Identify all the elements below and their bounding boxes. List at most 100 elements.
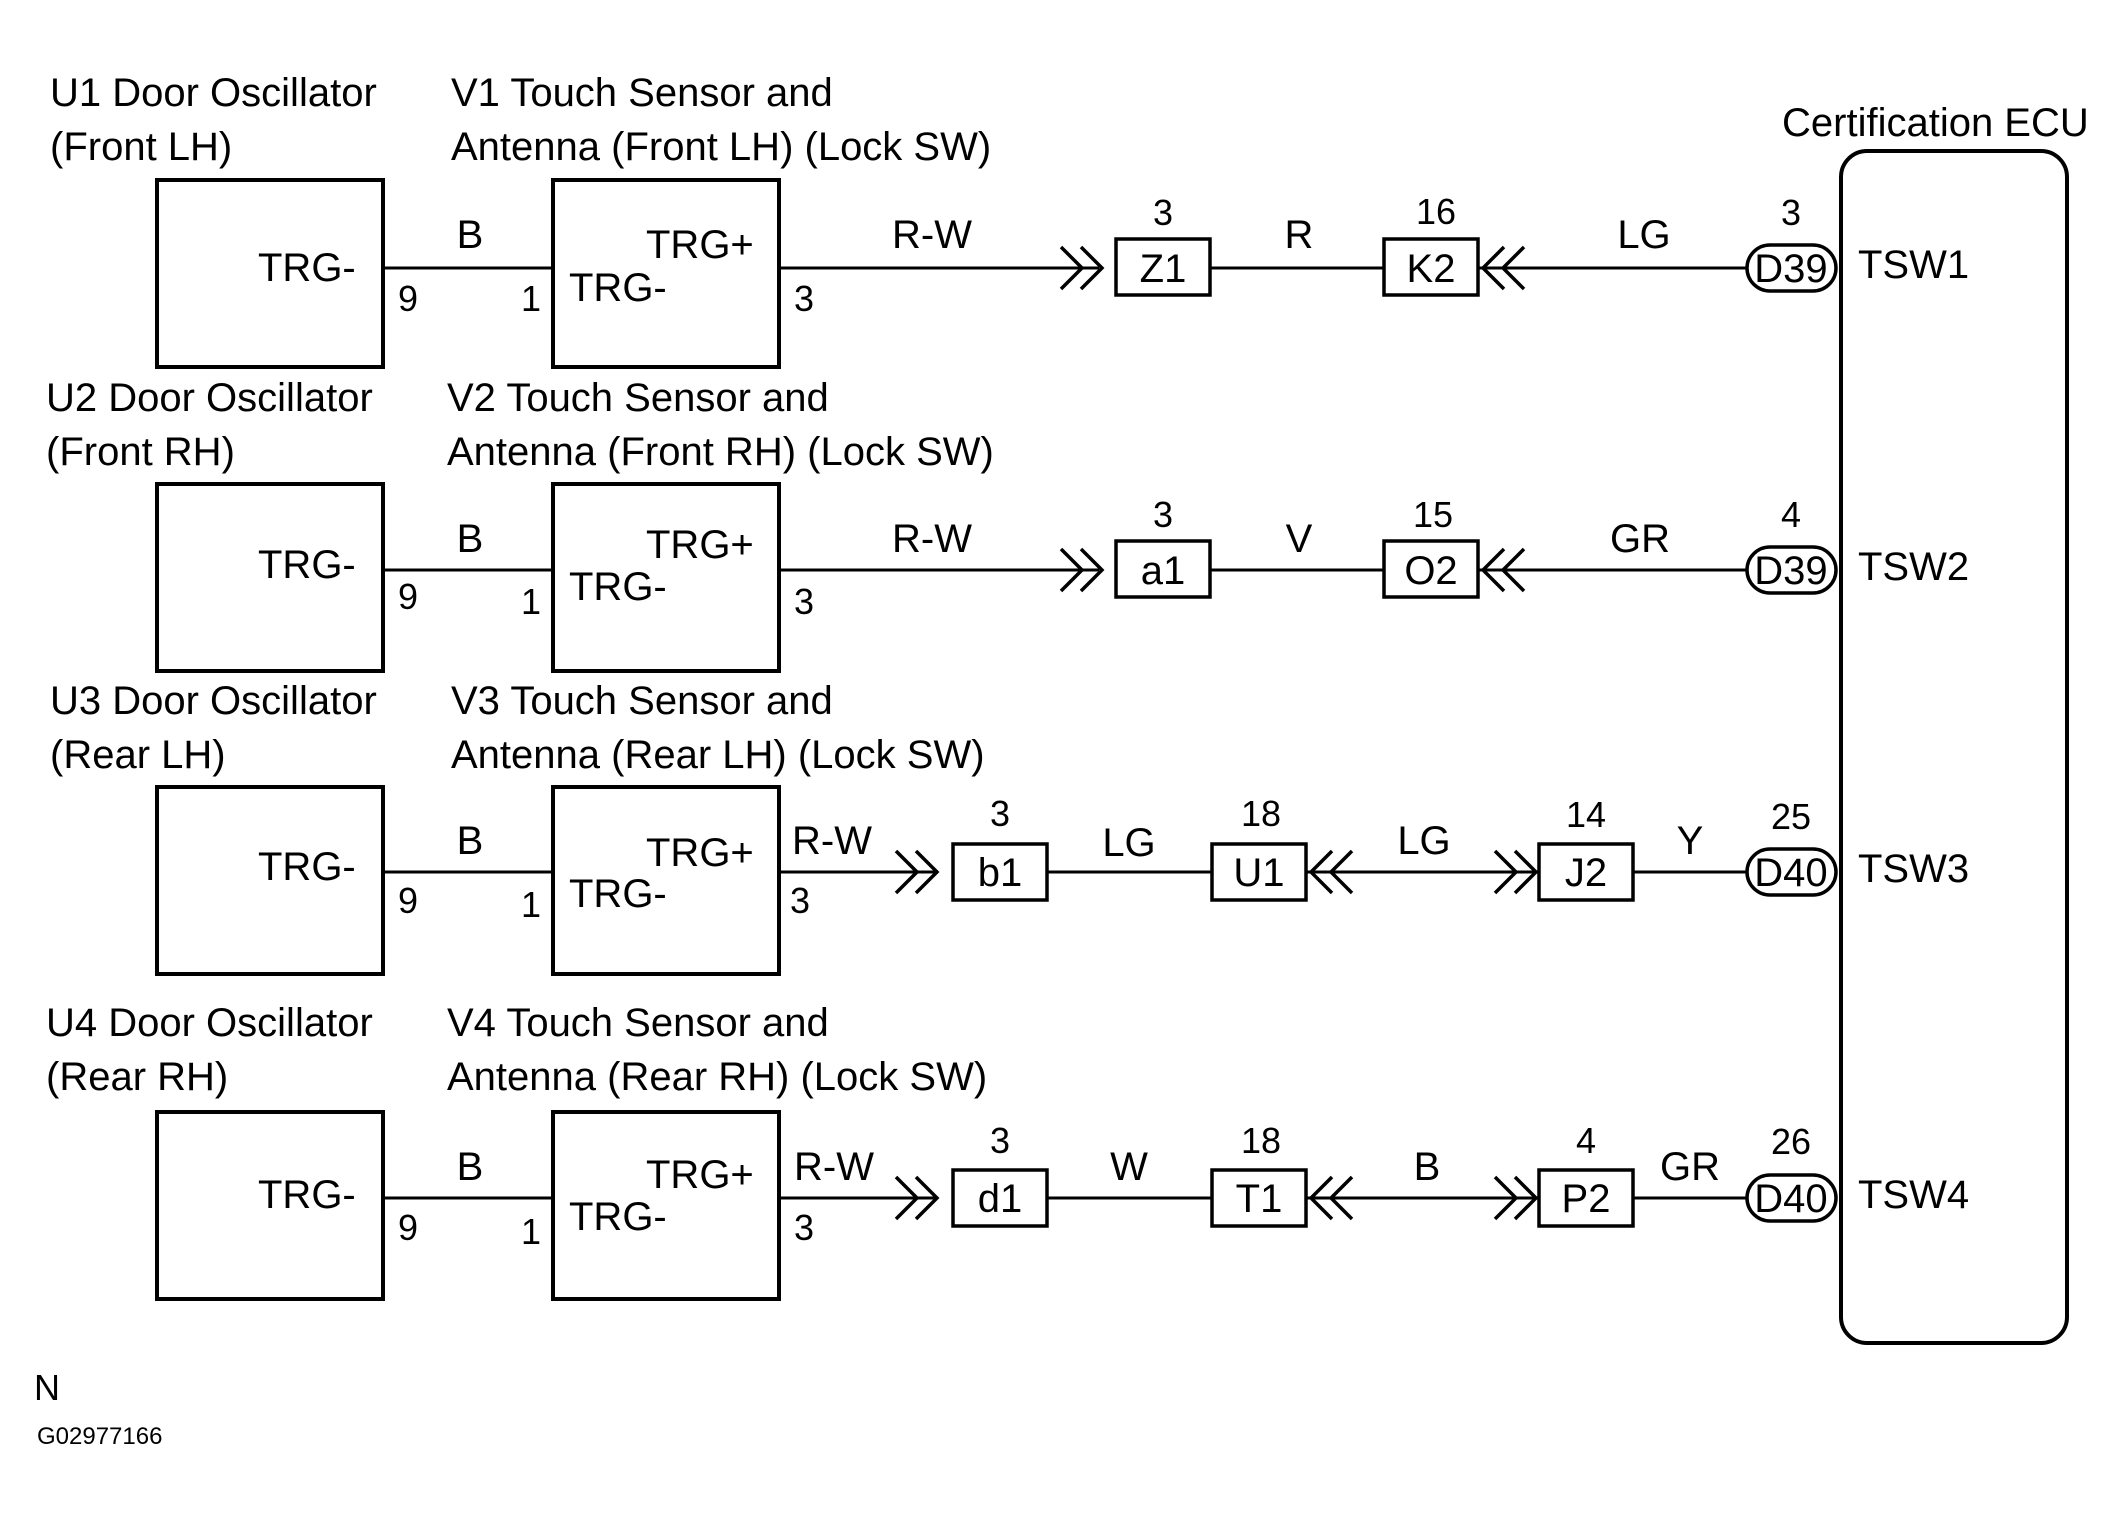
ecu-connector-id: D39 <box>1754 247 1827 291</box>
sensor-pin-out: 3 <box>790 880 810 921</box>
connector-id: O2 <box>1404 549 1457 593</box>
wire-color-label: B <box>457 819 484 863</box>
sensor-name: V1 Touch Sensor and <box>451 71 833 115</box>
wire-color-label: LG <box>1397 819 1450 863</box>
wire-color-label: LG <box>1102 821 1155 865</box>
connector-id: a1 <box>1141 549 1186 593</box>
sensor-position: Antenna (Rear LH) (Lock SW) <box>451 733 985 777</box>
oscillator-position: (Front RH) <box>46 430 235 474</box>
connector-chevron-icon <box>914 1175 940 1221</box>
wire-color-label: R-W <box>792 819 872 863</box>
ecu-title: Certification ECU <box>1782 101 2089 145</box>
oscillator-name: U3 Door Oscillator <box>50 679 377 723</box>
sensor-name: V2 Touch Sensor and <box>447 376 829 420</box>
oscillator-position: (Front LH) <box>50 125 232 169</box>
circuit-row-4: U4 Door Oscillator (Rear RH) V4 Touch Se… <box>46 1001 1969 1301</box>
connector-id: d1 <box>978 1177 1023 1221</box>
wire-color-label: W <box>1110 1145 1148 1189</box>
sensor-position: Antenna (Rear RH) (Lock SW) <box>447 1055 987 1099</box>
ecu-connector-id: D40 <box>1754 851 1827 895</box>
connector-chevron-icon <box>1493 1175 1519 1221</box>
ecu-terminal: TSW3 <box>1858 847 1969 891</box>
connector-id: b1 <box>978 851 1023 895</box>
connector-pin: 14 <box>1566 794 1606 835</box>
wire-color-label: R-W <box>892 213 972 257</box>
wire-color-label: R-W <box>794 1145 874 1189</box>
junction-connector <box>1210 1168 1308 1228</box>
junction-connector <box>1114 237 1212 297</box>
ecu-connector <box>1745 545 1838 595</box>
sensor-pin-out: 3 <box>794 581 814 622</box>
oscillator-pin: 9 <box>398 278 418 319</box>
figure-code: G02977166 <box>37 1423 162 1450</box>
connector-pin: 4 <box>1576 1120 1596 1161</box>
door-oscillator-box <box>155 482 385 673</box>
connector-chevron-icon <box>1513 849 1539 895</box>
junction-connector <box>951 842 1049 902</box>
sensor-terminal-plus: TRG+ <box>646 523 754 567</box>
door-oscillator-box <box>155 1110 385 1301</box>
wire-color-label: B <box>1414 1145 1441 1189</box>
connector-pin: 18 <box>1241 1120 1281 1161</box>
ecu-terminal: TSW4 <box>1858 1173 1969 1217</box>
sensor-terminal-plus: TRG+ <box>646 223 754 267</box>
sensor-pin-in: 1 <box>521 278 541 319</box>
connector-chevron-icon <box>894 1175 920 1221</box>
junction-connector <box>1210 842 1308 902</box>
ecu-terminal: TSW2 <box>1858 545 1969 589</box>
sensor-pin-in: 1 <box>521 581 541 622</box>
connector-id: U1 <box>1233 851 1284 895</box>
ecu-connector <box>1745 1173 1838 1223</box>
wire-color-label: B <box>457 517 484 561</box>
sensor-terminal-minus: TRG- <box>569 565 667 609</box>
connector-pin: 18 <box>1241 793 1281 834</box>
oscillator-name: U4 Door Oscillator <box>46 1001 373 1045</box>
sensor-terminal-plus: TRG+ <box>646 831 754 875</box>
sensor-position: Antenna (Front RH) (Lock SW) <box>447 430 994 474</box>
connector-pin: 15 <box>1413 494 1453 535</box>
touch-sensor-box <box>551 178 781 369</box>
sensor-pin-in: 1 <box>521 884 541 925</box>
connector-chevron-icon <box>1059 547 1085 593</box>
sensor-position: Antenna (Front LH) (Lock SW) <box>451 125 991 169</box>
connector-chevron-icon <box>1079 245 1105 291</box>
circuit-row-2: U2 Door Oscillator (Front RH) V2 Touch S… <box>46 376 1969 673</box>
junction-connector <box>1382 539 1480 599</box>
oscillator-position: (Rear RH) <box>46 1055 228 1099</box>
connector-pin: 3 <box>990 793 1010 834</box>
ecu-terminal: TSW1 <box>1858 243 1969 287</box>
ecu-connector-id: D39 <box>1754 549 1827 593</box>
wire-color-label: Y <box>1677 819 1704 863</box>
footer-mark: N <box>34 1367 60 1408</box>
connector-chevron-icon <box>914 849 940 895</box>
connector-chevron-icon <box>894 849 920 895</box>
oscillator-pin: 9 <box>398 1207 418 1248</box>
oscillator-terminal: TRG- <box>258 845 356 889</box>
connector-id: Z1 <box>1140 247 1187 291</box>
wire-color-label: B <box>457 1145 484 1189</box>
circuit-row-1: U1 Door Oscillator (Front LH) V1 Touch S… <box>50 71 1969 369</box>
sensor-terminal-minus: TRG- <box>569 872 667 916</box>
ecu-connector-pin: 3 <box>1781 192 1801 233</box>
connector-chevron-icon <box>1513 1175 1539 1221</box>
door-oscillator-box <box>155 785 385 976</box>
oscillator-terminal: TRG- <box>258 246 356 290</box>
sensor-terminal-minus: TRG- <box>569 1195 667 1239</box>
wire-color-label: B <box>457 213 484 257</box>
connector-id: T1 <box>1236 1177 1283 1221</box>
connector-id: K2 <box>1407 247 1456 291</box>
oscillator-name: U2 Door Oscillator <box>46 376 373 420</box>
sensor-terminal-minus: TRG- <box>569 266 667 310</box>
wire-color-label: LG <box>1617 213 1670 257</box>
connector-pin: 3 <box>990 1120 1010 1161</box>
sensor-name: V4 Touch Sensor and <box>447 1001 829 1045</box>
ecu-connector <box>1745 847 1838 897</box>
door-oscillator-box <box>155 178 385 369</box>
wire-color-label: V <box>1286 517 1313 561</box>
wire-color-label: GR <box>1610 517 1670 561</box>
oscillator-terminal: TRG- <box>258 543 356 587</box>
ecu-connector-pin: 26 <box>1771 1121 1811 1162</box>
sensor-pin-out: 3 <box>794 1207 814 1248</box>
connector-chevron-icon <box>1059 245 1085 291</box>
